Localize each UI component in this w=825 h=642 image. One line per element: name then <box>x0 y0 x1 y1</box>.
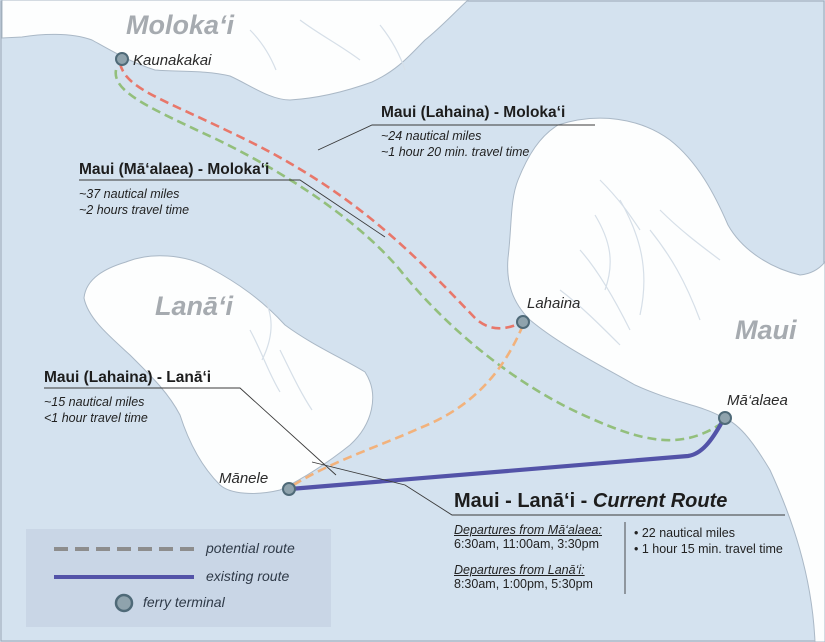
callout-title-lahaina-molokai: Maui (Lahaina) - Moloka‘i <box>381 104 566 121</box>
island-name-maui: Maui <box>735 315 797 345</box>
legend-swatches <box>54 547 194 613</box>
molokai-island <box>1 0 469 101</box>
terminal-label-maalaea: Mā‘alaea <box>727 392 788 409</box>
callout-details-lahaina-molokai: ~24 nautical miles ~1 hour 20 min. trave… <box>381 128 529 160</box>
terminal-label-kaunakakai: Kaunakakai <box>133 52 212 69</box>
ferry-terminal-maalaea[interactable] <box>718 411 732 425</box>
callout-time: ~2 hours travel time <box>79 203 190 217</box>
map-legend: potential route existing route ferry ter… <box>26 529 331 627</box>
callout-distance: ~15 nautical miles <box>44 395 145 409</box>
route-lahaina-lanai <box>291 324 525 488</box>
island-name-molokai: Moloka‘i <box>126 10 235 40</box>
island-name-lanai: Lanā‘i <box>155 291 234 321</box>
route-current-maui-lanai <box>287 419 725 492</box>
current-route-title-suffix: Current Route <box>592 490 728 512</box>
callout-distance: ~24 nautical miles <box>381 129 482 143</box>
departures-maalaea-label: Departures from Mā‘alaea: <box>454 523 602 537</box>
callout-title-maalaea-molokai: Maui (Mā‘alaea) - Moloka‘i <box>79 161 270 178</box>
terminal-label-manele: Mānele <box>219 470 269 487</box>
callout-details-maalaea-molokai: ~37 nautical miles ~2 hours travel time <box>79 186 189 218</box>
current-route-title: Maui - Lanā‘i - Current Route <box>454 490 727 513</box>
departures-lanai: Departures from Lanā‘i: 8:30am, 1:00pm, … <box>454 563 593 591</box>
terrain-shading <box>249 19 721 411</box>
departures-maalaea-times: 6:30am, 11:00am, 3:30pm <box>454 537 599 551</box>
maui-island <box>507 117 825 642</box>
legend-potential-label: potential route <box>206 540 295 556</box>
callout-leader-lines <box>44 124 785 594</box>
ferry-terminal-manele[interactable] <box>282 482 296 496</box>
callout-distance: ~37 nautical miles <box>79 187 180 201</box>
route-maalaea-molokai <box>114 69 723 442</box>
ferry-terminal-kaunakakai[interactable] <box>115 52 129 66</box>
legend-terminal-swatch <box>114 593 134 613</box>
current-route-time: • 1 hour 15 min. travel time <box>634 542 783 556</box>
callout-title-lahaina-lanai: Maui (Lahaina) - Lanā‘i <box>44 369 212 386</box>
departures-lanai-label: Departures from Lanā‘i: <box>454 563 585 577</box>
route-lahaina-molokai <box>118 62 524 330</box>
current-route-title-prefix: Maui - Lanā‘i - <box>454 490 593 512</box>
departures-maalaea: Departures from Mā‘alaea: 6:30am, 11:00a… <box>454 523 602 551</box>
callout-time: ~1 hour 20 min. travel time <box>381 145 530 159</box>
legend-terminal-label: ferry terminal <box>143 594 225 610</box>
current-route-distance: • 22 nautical miles <box>634 526 735 540</box>
legend-existing-label: existing route <box>206 568 290 584</box>
current-route-facts: • 22 nautical miles • 1 hour 15 min. tra… <box>634 525 783 557</box>
ferry-terminal-lahaina[interactable] <box>516 315 530 329</box>
departures-lanai-times: 8:30am, 1:00pm, 5:30pm <box>454 577 593 591</box>
callout-time: <1 hour travel time <box>44 411 148 425</box>
callout-details-lahaina-lanai: ~15 nautical miles <1 hour travel time <box>44 394 148 426</box>
terminal-label-lahaina: Lahaina <box>527 295 581 312</box>
